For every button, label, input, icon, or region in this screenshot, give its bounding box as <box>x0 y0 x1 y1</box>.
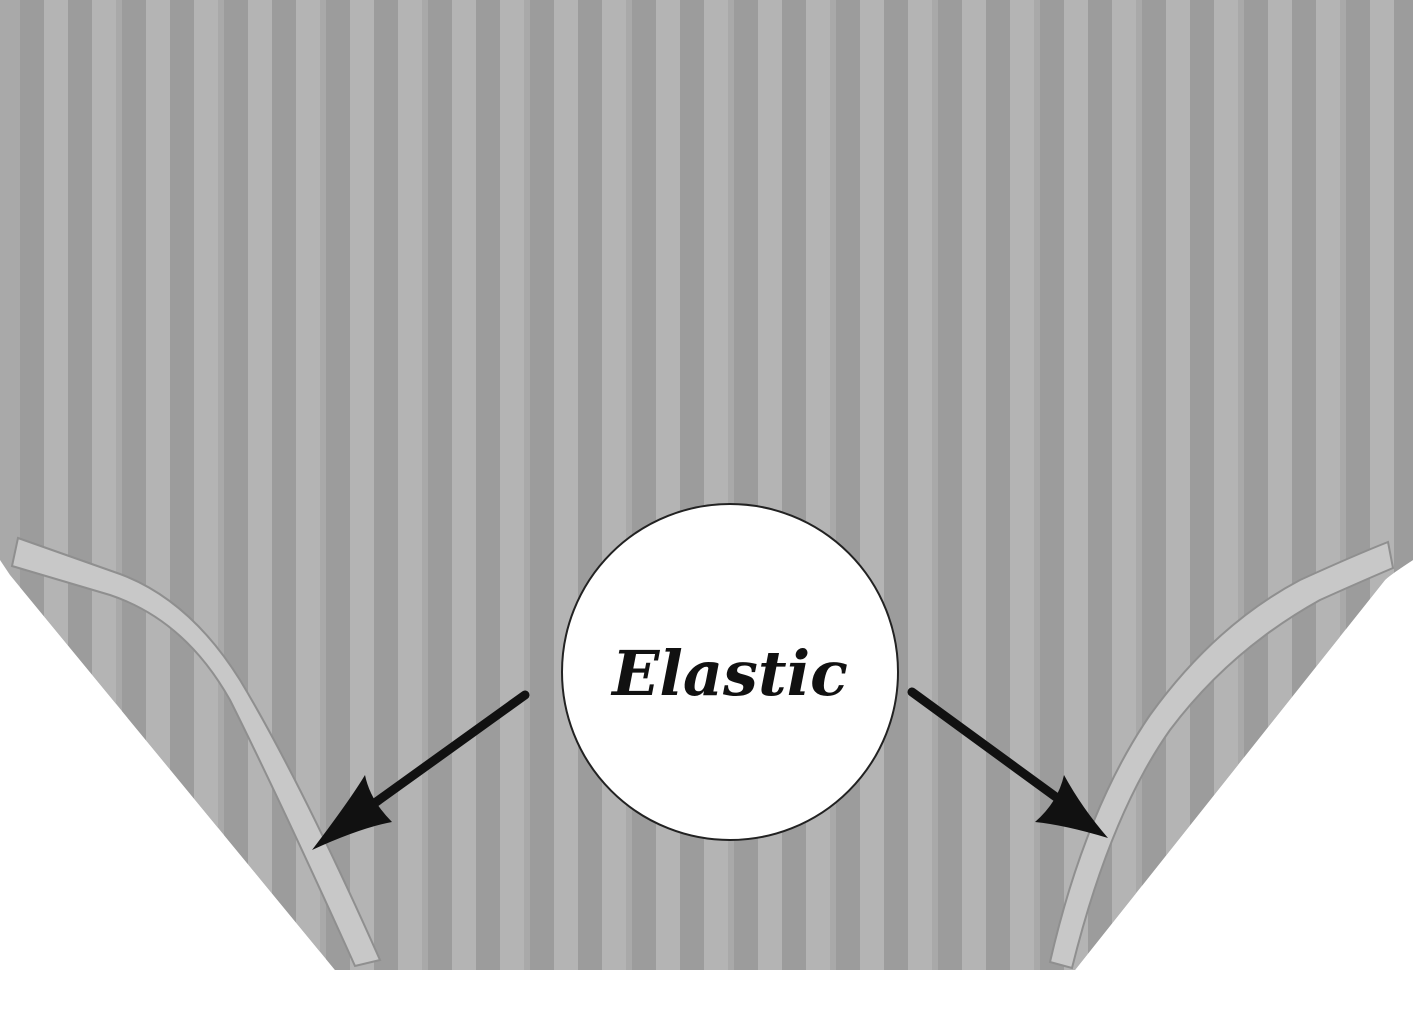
fabric-stripe <box>224 0 248 970</box>
fabric-stripe-light <box>1214 0 1238 970</box>
fabric-stripe <box>578 0 602 970</box>
fabric-stripe-light <box>554 0 578 970</box>
arrow-left-icon <box>312 690 530 850</box>
fabric-stripe-light <box>1370 0 1394 970</box>
fabric-stripe <box>1142 0 1166 970</box>
fabric-stripe <box>836 0 860 970</box>
fabric-stripe-light <box>194 0 218 970</box>
fabric-stripe-light <box>1112 0 1136 970</box>
fabric-stripe <box>170 0 194 970</box>
fabric-stripe <box>122 0 146 970</box>
fabric-stripe <box>428 0 452 970</box>
fabric-stripe <box>1346 0 1370 970</box>
fabric-stripe <box>938 0 962 970</box>
fabric-stripe-light <box>44 0 68 970</box>
fabric-stripe-light <box>500 0 524 970</box>
callout-circle <box>561 503 899 841</box>
fabric-stripe <box>1394 0 1413 970</box>
fabric-stripe <box>986 0 1010 970</box>
elastic-band-right <box>1048 540 1395 970</box>
fabric-stripe <box>476 0 500 970</box>
callout-label: Elastic <box>610 637 848 710</box>
fabric-stripe-light <box>602 0 626 970</box>
fabric-stripe-light <box>452 0 476 970</box>
fabric-stripe <box>632 0 656 970</box>
fabric-stripe-light <box>398 0 422 970</box>
fabric-stripe <box>68 0 92 970</box>
fabric-stripe-light <box>146 0 170 970</box>
fabric-stripe <box>1190 0 1214 970</box>
fabric-stripe-light <box>248 0 272 970</box>
fabric-stripe-light <box>350 0 374 970</box>
fabric-stripe <box>374 0 398 970</box>
fabric-stripe-light <box>92 0 116 970</box>
fabric-stripe-light <box>860 0 884 970</box>
fabric-stripe <box>1040 0 1064 970</box>
fabric-stripe <box>272 0 296 970</box>
fabric-stripe-light <box>962 0 986 970</box>
fabric-stripe <box>884 0 908 970</box>
fabric-stripe-light <box>1268 0 1292 970</box>
fabric-stripe-light <box>1166 0 1190 970</box>
elastic-band-left <box>10 536 382 968</box>
fabric-stripe-light <box>1316 0 1340 970</box>
fabric-stripe-light <box>1010 0 1034 970</box>
fabric-stripe <box>1292 0 1316 970</box>
fabric-stripe-light <box>806 0 830 970</box>
fabric-stripe <box>20 0 44 970</box>
arrow-right-icon <box>907 687 1108 838</box>
fabric-stripe <box>1244 0 1268 970</box>
fabric-stripe <box>530 0 554 970</box>
fabric-stripe-light <box>908 0 932 970</box>
